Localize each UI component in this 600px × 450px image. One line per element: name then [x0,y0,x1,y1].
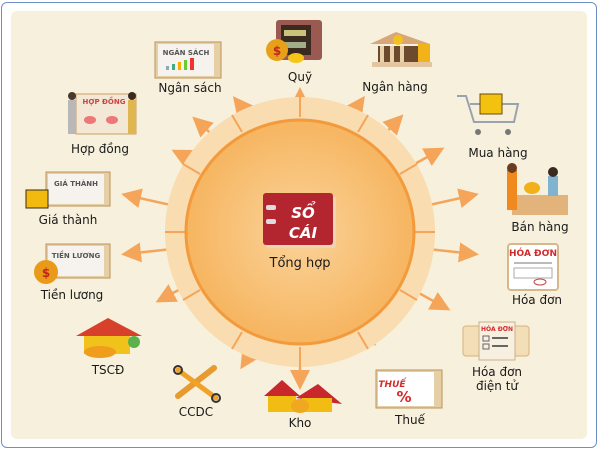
node-label-line1: Hóa đơn [471,365,523,379]
node-quy: Quỹ [270,70,330,84]
node-hop-dong: Hợp đồng [58,142,142,156]
node-label: Hợp đồng [71,142,129,156]
node-kho: Kho [260,416,340,430]
invoice-icon: HÓA ĐƠN [507,243,559,291]
node-hoa-don: Hóa đơn [497,293,577,307]
node-label: CCDC [178,405,214,419]
node-ban-hang: Bán hàng [500,220,580,234]
svg-text:$: $ [42,266,50,280]
svg-text:NGÂN SÁCH: NGÂN SÁCH [163,48,210,57]
node-label: Giá thành [38,213,98,227]
node-label: Thuế [395,413,425,427]
svg-text:THUẾ: THUẾ [378,377,407,390]
node-thue: Thuế [370,413,450,427]
cost-calendar-icon: GIÁ THÀNH [25,171,111,209]
svg-text:TIỀN LƯƠNG: TIỀN LƯƠNG [52,250,101,260]
node-ngan-hang: Ngân hàng [355,80,435,94]
contract-icon: HỢP ĐỒNG [68,92,137,135]
budget-calendar-icon: NGÂN SÁCH [154,41,222,79]
node-ngan-sach: Ngân sách [150,81,230,95]
node-label: Bán hàng [511,220,569,234]
svg-text:%: % [396,388,411,406]
shopping-cart-icon [457,93,520,135]
salary-calendar-icon: TIỀN LƯƠNG $ [34,243,111,284]
svg-text:HỢP ĐỒNG: HỢP ĐỒNG [83,96,126,106]
node-label-line2: điện tử [475,379,519,393]
node-ccdc: CCDC [156,405,236,419]
svg-text:SỔ: SỔ [291,200,316,222]
node-label: Hóa đơn [511,293,563,307]
warehouse-icon [264,380,342,413]
house-car-icon [76,318,142,358]
safe-money-icon: $ [266,20,322,63]
ledger-book-icon: SỔ CÁI [263,193,336,248]
node-tien-luong: Tiền lương [30,288,114,302]
sales-counter-icon [507,163,568,215]
node-label: TSCĐ [91,363,125,377]
svg-text:GIÁ THÀNH: GIÁ THÀNH [54,179,98,188]
svg-text:HÓA ĐƠN: HÓA ĐƠN [509,247,557,259]
tax-calendar-icon: THUẾ % [375,369,443,409]
tools-icon [173,365,221,403]
e-invoice-icon: HÓA ĐƠN [462,321,530,361]
node-label: Mua hàng [468,146,528,160]
svg-text:CÁI: CÁI [289,223,318,242]
node-label: Kho [288,416,312,430]
svg-text:$: $ [273,44,281,58]
bank-icon [370,32,432,67]
node-tscd: TSCĐ [68,363,148,377]
node-label: Quỹ [287,70,313,84]
node-label: Tiền lương [40,288,104,302]
node-label: Ngân hàng [362,80,428,94]
halo-spokes [165,97,435,367]
node-hoa-don-dien-tu: Hóa đơn điện tử [457,365,537,393]
node-label: Ngân sách [158,81,222,95]
svg-text:HÓA ĐƠN: HÓA ĐƠN [481,326,513,333]
node-mua-hang: Mua hàng [458,146,538,160]
node-gia-thanh: Giá thành [26,213,110,227]
center-label: Tổng hợp [269,256,331,271]
